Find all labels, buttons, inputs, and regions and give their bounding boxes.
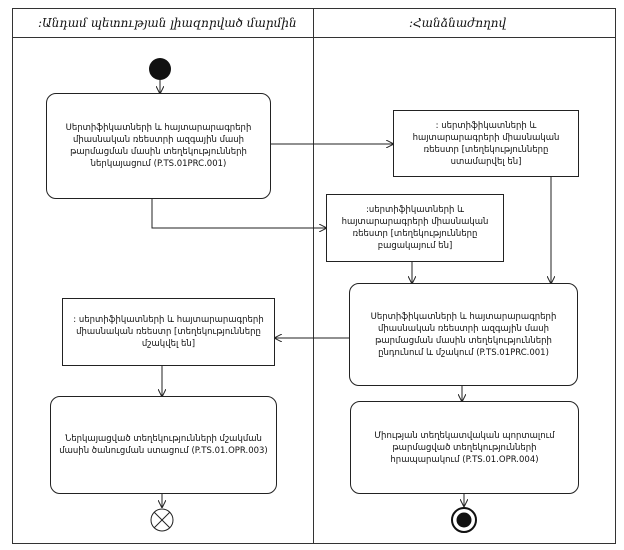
lane-divider bbox=[313, 8, 314, 544]
activity-publish-portal-label: Միության տեղեկատվական պորտալում թարմացվա… bbox=[374, 430, 555, 465]
object-registry-processed-label: : սերտիֆիկատների և հայտարարագրերի միասնա… bbox=[73, 315, 264, 349]
activity-receive-notification-label: Ներկայացված տեղեկությունների մշակման մաս… bbox=[59, 434, 268, 456]
activity-receive-process-label: Սերտիֆիկատների և հայտարարագրերի միասնակա… bbox=[370, 311, 557, 358]
activity-submit-update-info: Սերտիֆիկատների և հայտարարագրերի միասնակա… bbox=[46, 93, 271, 199]
object-registry-received: : սերտիֆիկատների և հայտարարագրերի միասնա… bbox=[393, 110, 579, 177]
object-registry-received-label: : սերտիֆիկատների և հայտարարագրերի միասնա… bbox=[412, 120, 560, 167]
lane-header-authorized-body: :Անդամ պետության լիազորված մարմին bbox=[12, 8, 313, 38]
object-registry-missing: :սերտիֆիկատների և հայտարարագրերի միասնակ… bbox=[326, 194, 504, 262]
swimlane-frame bbox=[12, 8, 616, 544]
activity-final-node bbox=[451, 507, 477, 533]
lane-header-commission: :Հանձնաժողով bbox=[313, 8, 616, 38]
initial-node bbox=[149, 58, 171, 80]
object-registry-processed: : սերտիֆիկատների և հայտարարագրերի միասնա… bbox=[62, 298, 275, 366]
edge-submit-to-missing bbox=[151, 199, 326, 228]
activity-receive-notification: Ներկայացված տեղեկությունների մշակման մաս… bbox=[50, 396, 277, 494]
flow-final-node bbox=[150, 508, 174, 532]
activity-publish-portal: Միության տեղեկատվական պորտալում թարմացվա… bbox=[350, 401, 579, 494]
object-registry-missing-label: :սերտիֆիկատների և հայտարարագրերի միասնակ… bbox=[341, 205, 489, 251]
activity-submit-update-info-label: Սերտիֆիկատների և հայտարարագրերի միասնակա… bbox=[65, 123, 252, 169]
activity-receive-process: Սերտիֆիկատների և հայտարարագրերի միասնակա… bbox=[349, 283, 578, 386]
